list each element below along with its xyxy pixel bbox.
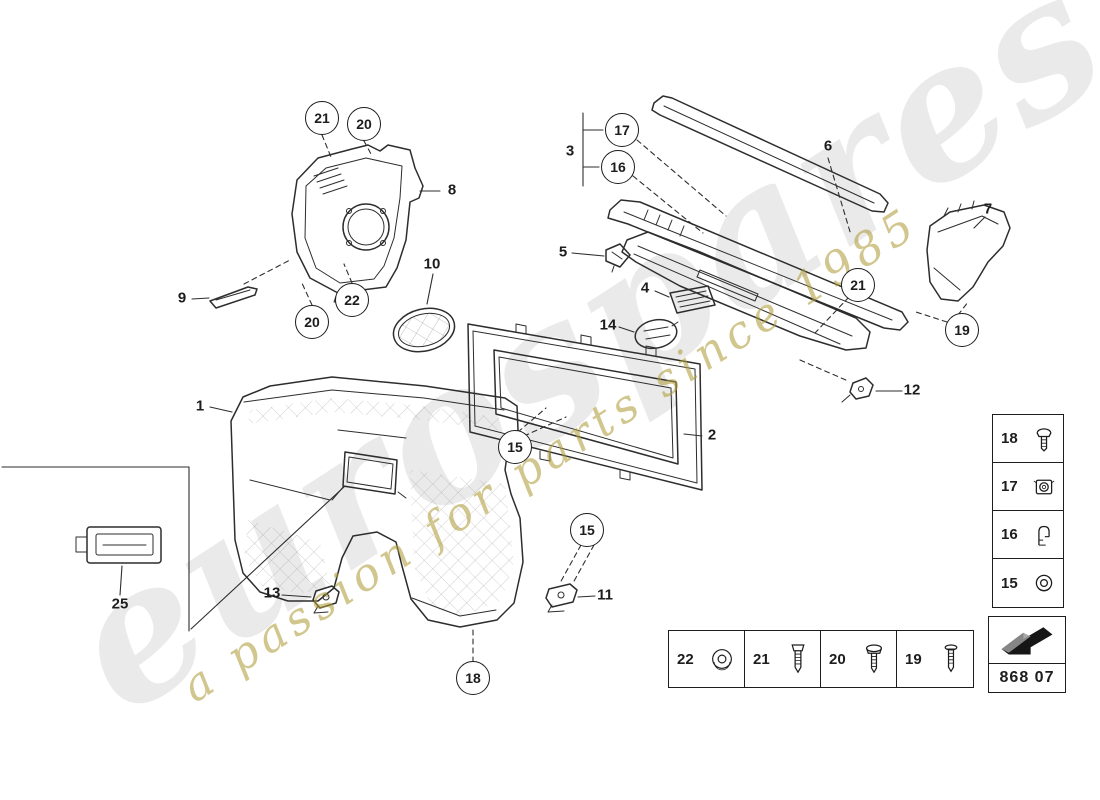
legend-item-number: 18 [1001, 430, 1018, 447]
part-callout-22[interactable]: 22 [335, 283, 369, 317]
fastener-legend-horizontal: 22 21 20 19 [668, 630, 974, 688]
part-callout-17[interactable]: 17 [605, 113, 639, 147]
part-5-clip-shape[interactable] [605, 243, 631, 273]
legend-item-15[interactable]: 15 [993, 559, 1063, 607]
part-callout-3[interactable]: 3 [565, 142, 575, 160]
part-callout-6[interactable]: 6 [823, 137, 833, 155]
spring-clip-icon [1038, 525, 1050, 546]
legend-item-17[interactable]: 17 [993, 463, 1063, 511]
tapping-screw-icon [791, 644, 805, 674]
part-callout-18[interactable]: 18 [456, 661, 490, 695]
part-3-scuff-plate-shape[interactable] [607, 199, 909, 351]
legend-item-number: 16 [1001, 526, 1018, 543]
diagram-code-box: 868 07 [988, 616, 1066, 693]
part-callout-2[interactable]: 2 [707, 426, 717, 444]
part-callout-13[interactable]: 13 [263, 584, 281, 602]
part-callout-25[interactable]: 25 [111, 595, 129, 613]
grommet-icon [712, 649, 732, 671]
part-callout-7[interactable]: 7 [983, 200, 993, 218]
torx-screw-icon [865, 644, 883, 674]
part-callout-8[interactable]: 8 [447, 181, 457, 199]
legend-item-number: 22 [677, 650, 694, 668]
part-2-rear-panel-frame-shape[interactable] [467, 323, 703, 491]
part-10-speaker-grille-shape[interactable] [389, 302, 459, 358]
legend-item-16[interactable]: 16 [993, 511, 1063, 559]
rivet-screw-icon [1036, 427, 1052, 452]
part-callout-16[interactable]: 16 [601, 150, 635, 184]
legend-item-18[interactable]: 18 [993, 415, 1063, 463]
legend-item-number: 19 [905, 650, 922, 668]
part-callout-9[interactable]: 9 [177, 289, 187, 307]
part-12-clip-shape[interactable] [841, 377, 874, 403]
part-callout-21[interactable]: 21 [841, 268, 875, 302]
legend-item-21[interactable]: 21 [745, 631, 821, 687]
part-8-quarter-trim-panel-shape[interactable] [291, 144, 424, 303]
part-callout-11[interactable]: 11 [597, 586, 613, 604]
legend-item-number: 15 [1001, 574, 1018, 592]
reference-bracket-lines [1, 112, 604, 632]
diagram-code: 868 07 [988, 664, 1066, 693]
part-callout-19[interactable]: 19 [945, 313, 979, 347]
legend-item-number: 20 [829, 650, 846, 668]
part-callout-21[interactable]: 21 [305, 101, 339, 135]
legend-item-22[interactable]: 22 [669, 631, 745, 687]
flanged-nut-icon [1035, 574, 1053, 592]
part-6-sill-strip-shape[interactable] [651, 95, 889, 213]
part-callout-20[interactable]: 20 [347, 107, 381, 141]
part-11-bracket-shape[interactable] [545, 583, 578, 613]
part-1-trim-panel-shape[interactable] [230, 376, 524, 628]
legend-item-number: 21 [753, 650, 770, 668]
legend-item-20[interactable]: 20 [821, 631, 897, 687]
legend-item-19[interactable]: 19 [897, 631, 973, 687]
part-25-antenna-module-shape[interactable] [75, 526, 162, 564]
legend-item-number: 17 [1001, 478, 1018, 495]
part-callout-15[interactable]: 15 [570, 513, 604, 547]
leader-lines [119, 190, 986, 598]
leader-lines-dashed [243, 134, 969, 663]
part-callout-20[interactable]: 20 [295, 305, 329, 339]
part-7-side-trim-shape[interactable] [926, 200, 1011, 302]
part-callout-5[interactable]: 5 [558, 243, 568, 261]
part-14-vent-shape[interactable] [633, 316, 680, 352]
part-13-bracket-shape[interactable] [312, 585, 340, 614]
part-4-grille-insert-shape[interactable] [669, 285, 716, 314]
cage-clip-icon [1033, 479, 1055, 494]
part-callout-14[interactable]: 14 [599, 316, 617, 334]
part-callout-4[interactable]: 4 [640, 279, 650, 297]
part-callout-15[interactable]: 15 [498, 430, 532, 464]
fastener-legend-vertical: 18 17 16 15 [992, 414, 1064, 608]
part-callout-1[interactable]: 1 [195, 397, 205, 415]
part-9-trim-strip-shape[interactable] [209, 286, 258, 309]
pan-screw-icon [944, 644, 958, 673]
part-callout-12[interactable]: 12 [903, 381, 921, 399]
part-callout-10[interactable]: 10 [423, 255, 441, 273]
brand-arrow-icon [988, 616, 1066, 664]
